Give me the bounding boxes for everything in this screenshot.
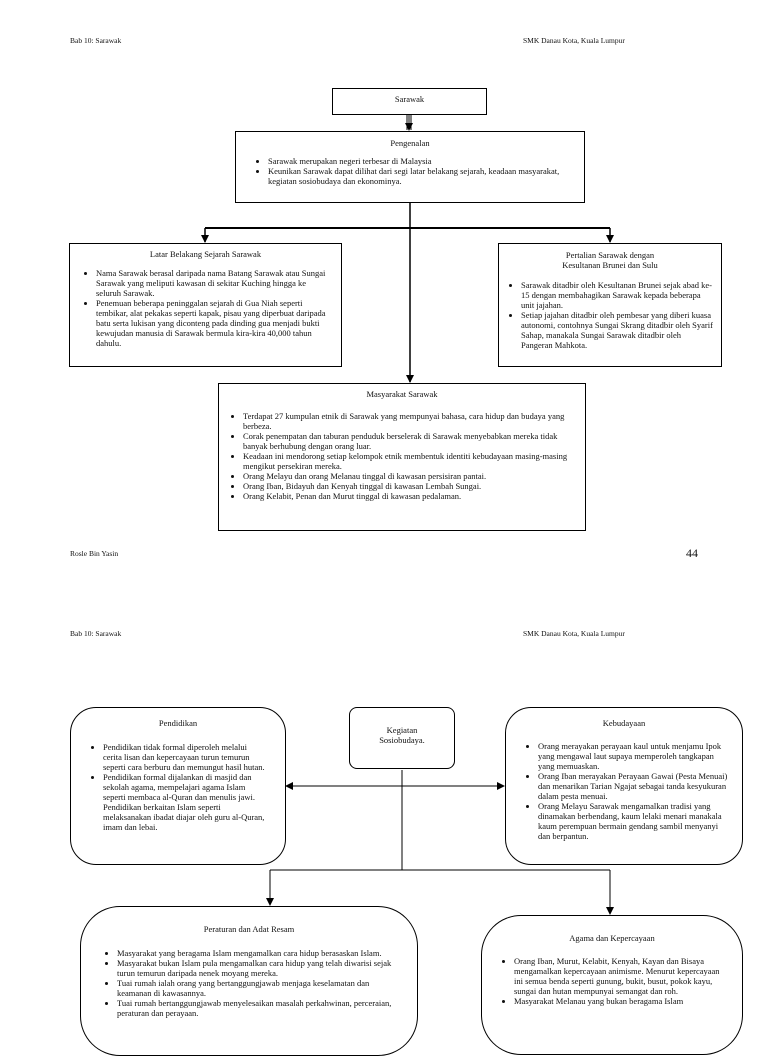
- sejarah-list: Nama Sarawak berasal daripada nama Batan…: [70, 268, 341, 348]
- kebudayaan-box: Kebudayaan Orang merayakan perayaan kaul…: [505, 707, 743, 865]
- masyarakat-box: Masyarakat Sarawak Terdapat 27 kumpulan …: [218, 383, 586, 531]
- list-item: Corak penempatan dan taburan penduduk be…: [243, 431, 573, 451]
- list-item: Masyarakat bukan Islam pula mengamalkan …: [117, 958, 403, 978]
- kebudayaan-title: Kebudayaan: [602, 718, 646, 728]
- kebudayaan-list: Orang merayakan perayaan kaul untuk menj…: [506, 741, 742, 841]
- list-item: Orang Iban merayakan Perayaan Gawai (Pes…: [538, 771, 730, 801]
- pendidikan-title: Pendidikan: [158, 718, 198, 728]
- list-item: Orang merayakan perayaan kaul untuk menj…: [538, 741, 730, 771]
- pengenalan-title: Pengenalan: [390, 138, 430, 148]
- list-item: Sarawak ditadbir oleh Kesultanan Brunei …: [521, 280, 713, 310]
- pendidikan-box: Pendidikan Pendidikan tidak formal diper…: [70, 707, 286, 865]
- list-item: Tuai rumah bertanggungjawab menyelesaika…: [117, 998, 403, 1018]
- kegiatan-title-line2: Sosiobudaya.: [379, 735, 425, 745]
- list-item: Pendidikan formal dijalankan di masjid d…: [103, 772, 267, 832]
- peraturan-title: Peraturan dan Adat Resam: [203, 924, 295, 934]
- connector-lines: [201, 115, 614, 915]
- pengenalan-box: Pengenalan Sarawak merupakan negeri terb…: [235, 131, 585, 203]
- masyarakat-list: Terdapat 27 kumpulan etnik di Sarawak ya…: [219, 411, 585, 501]
- header-left-2: Bab 10: Sarawak: [70, 629, 122, 638]
- peraturan-box: Peraturan dan Adat Resam Masyarakat yang…: [80, 906, 418, 1056]
- list-item: Masyarakat Melanau yang bukan beragama I…: [514, 996, 730, 1006]
- pertalian-title-line1: Pertalian Sarawak dengan: [565, 250, 655, 260]
- list-item: Terdapat 27 kumpulan etnik di Sarawak ya…: [243, 411, 573, 431]
- list-item: Setiap jajahan ditadbir oleh pembesar ya…: [521, 310, 713, 350]
- list-item: Orang Kelabit, Penan dan Murut tinggal d…: [243, 491, 573, 501]
- pendidikan-list: Pendidikan tidak formal diperoleh melalu…: [71, 742, 285, 832]
- list-item: Orang Iban, Bidayuh dan Kenyah tinggal d…: [243, 481, 573, 491]
- list-item: Masyarakat yang beragama Islam mengamalk…: [117, 948, 403, 958]
- agama-title: Agama dan Kepercayaan: [569, 933, 655, 943]
- list-item: Orang Melayu dan orang Melanau tinggal d…: [243, 471, 573, 481]
- agama-list: Orang Iban, Murut, Kelabit, Kenyah, Kaya…: [482, 956, 742, 1006]
- sarawak-title: Sarawak: [394, 94, 425, 104]
- pertalian-box: Pertalian Sarawak dengan Kesultanan Brun…: [498, 243, 722, 367]
- peraturan-list: Masyarakat yang beragama Islam mengamalk…: [81, 948, 417, 1018]
- header-right-2: SMK Danau Kota, Kuala Lumpur: [523, 629, 625, 638]
- pengenalan-list: Sarawak merupakan negeri terbesar di Mal…: [236, 156, 584, 186]
- header-right: SMK Danau Kota, Kuala Lumpur: [523, 36, 625, 45]
- list-item: Orang Melayu Sarawak mengamalkan tradisi…: [538, 801, 730, 841]
- list-item: Sarawak merupakan negeri terbesar di Mal…: [268, 156, 574, 166]
- sarawak-box: Sarawak: [332, 88, 487, 115]
- list-item: Orang Iban, Murut, Kelabit, Kenyah, Kaya…: [514, 956, 730, 996]
- list-item: Keadaan ini mendorong setiap kelompok et…: [243, 451, 573, 471]
- page-number: 44: [686, 546, 698, 560]
- masyarakat-title: Masyarakat Sarawak: [366, 389, 438, 399]
- pertalian-title-line2: Kesultanan Brunei dan Sulu: [562, 260, 658, 270]
- list-item: Penemuan beberapa peninggalan sejarah di…: [96, 298, 329, 348]
- pertalian-list: Sarawak ditadbir oleh Kesultanan Brunei …: [499, 280, 721, 350]
- list-item: Pendidikan tidak formal diperoleh melalu…: [103, 742, 267, 772]
- kegiatan-box: Kegiatan Sosiobudaya.: [349, 707, 455, 769]
- sejarah-title: Latar Belakang Sejarah Sarawak: [149, 249, 262, 259]
- header-left: Bab 10: Sarawak: [70, 36, 122, 45]
- list-item: Keunikan Sarawak dapat dilihat dari segi…: [268, 166, 574, 186]
- list-item: Tuai rumah ialah orang yang bertanggungj…: [117, 978, 403, 998]
- sejarah-box: Latar Belakang Sejarah Sarawak Nama Sara…: [69, 243, 342, 367]
- kegiatan-title-line1: Kegiatan: [386, 725, 418, 735]
- footer-author: Rosle Bin Yasin: [70, 549, 119, 558]
- list-item: Nama Sarawak berasal daripada nama Batan…: [96, 268, 329, 298]
- agama-box: Agama dan Kepercayaan Orang Iban, Murut,…: [481, 915, 743, 1055]
